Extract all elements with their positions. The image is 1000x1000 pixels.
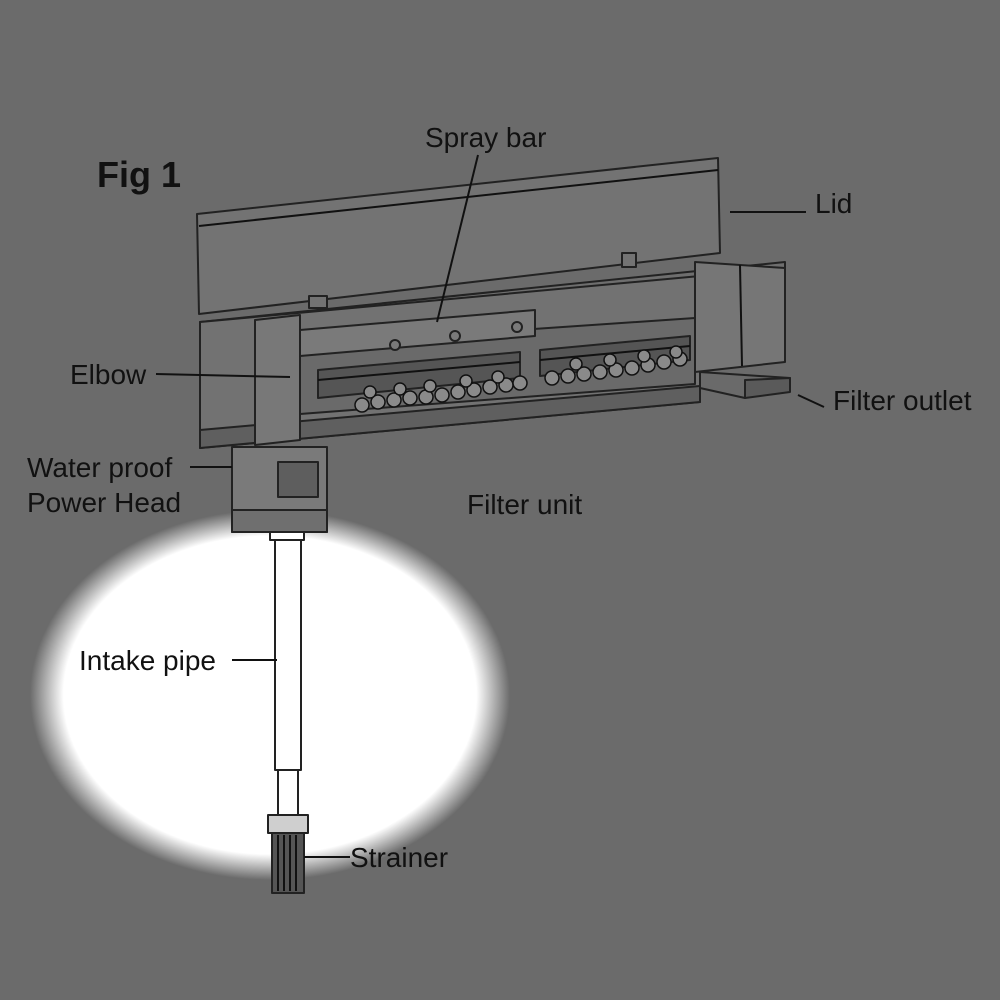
label-spray-bar: Spray bar xyxy=(425,122,546,153)
filter-outlet-leader xyxy=(797,394,825,408)
label-intake-pipe: Intake pipe xyxy=(79,645,216,676)
power-head xyxy=(231,446,328,533)
figure-title: Fig 1 xyxy=(97,154,181,195)
filter-outlet xyxy=(699,371,791,399)
spray-bar xyxy=(299,309,536,357)
label-lid: Lid xyxy=(815,188,852,219)
label-filter-outlet: Filter outlet xyxy=(833,385,972,416)
strainer xyxy=(267,814,309,894)
label-power-head-line1: Water proof xyxy=(27,452,172,483)
elbow-leader xyxy=(155,373,291,378)
spotlight-highlight xyxy=(30,510,510,880)
label-elbow: Elbow xyxy=(70,359,147,390)
filter-media-rings xyxy=(354,345,688,413)
label-strainer: Strainer xyxy=(350,842,448,873)
label-power-head-line2: Power Head xyxy=(27,487,181,518)
label-filter-unit: Filter unit xyxy=(467,489,582,520)
intake-pipe xyxy=(269,531,305,816)
spray-bar-leader xyxy=(436,154,479,323)
